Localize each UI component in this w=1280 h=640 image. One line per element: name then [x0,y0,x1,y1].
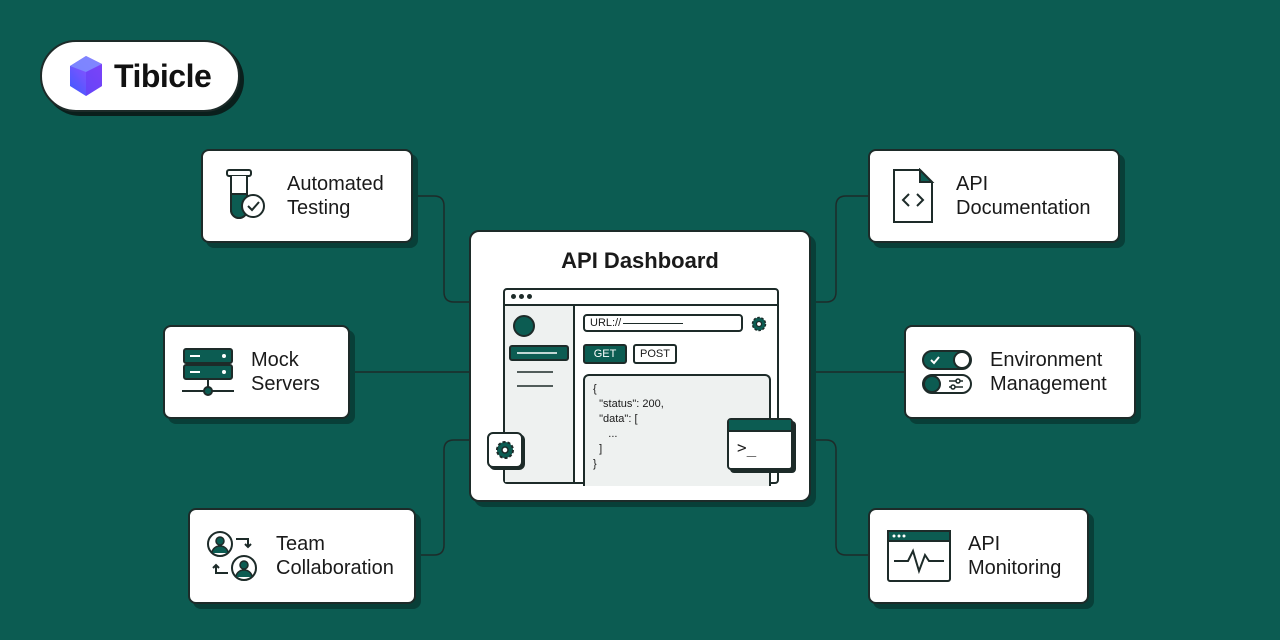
feature-card-api-documentation[interactable]: API Documentation [868,149,1120,243]
code-line: ... [593,428,618,440]
url-label: URL:// [590,317,622,329]
settings-gear-icon[interactable] [749,314,769,334]
window-dot [511,294,516,299]
post-method-button[interactable]: POST [633,344,677,364]
connector-team-collaboration [416,439,470,556]
gear-icon [496,441,514,459]
feature-label-line1: Team [276,533,325,555]
brand-name: Tibicle [114,57,212,94]
feature-label-line2: Testing [287,197,351,219]
feature-label-line2: Management [990,373,1107,395]
code-document-icon [893,168,935,223]
toggle-switches-icon [922,350,972,394]
window-title-bar [505,290,777,306]
connector-automated-testing [412,195,470,303]
server-icon [182,348,234,396]
dashboard-sidebar [505,306,575,482]
terminal-prompt: >_ [737,438,757,457]
api-dashboard-title: API Dashboard [561,248,719,273]
window-dot [527,294,532,299]
feature-label-line2: Collaboration [276,557,394,579]
tibicle-logo-icon [70,56,102,96]
feature-label-line1: Mock [251,349,299,371]
feature-card-environment-management[interactable]: Environment Management [904,325,1136,419]
sidebar-items [509,315,569,387]
code-line: ] [593,443,603,455]
feature-card-mock-servers[interactable]: Mock Servers [163,325,350,419]
pulse-window-icon [887,530,951,582]
test-tube-check-icon [226,169,265,219]
feature-label-line1: Environment [990,349,1103,371]
code-line: { [593,383,597,395]
code-line: "status": 200, [593,398,664,410]
feature-label-line2: Documentation [956,197,1091,219]
feature-card-api-monitoring[interactable]: API Monitoring [868,508,1089,604]
get-method-button[interactable]: GET [583,344,627,364]
feature-label-line1: API [968,533,1001,555]
connector-api-documentation [810,195,868,303]
feature-card-automated-testing[interactable]: Automated Testing [201,149,413,243]
brand-logo[interactable]: Tibicle [40,40,240,112]
feature-label-line1: Automated [287,173,384,195]
window-dot [519,294,524,299]
terminal-title-bar [729,420,791,432]
connector-api-monitoring [810,439,868,556]
code-line: "data": [ [593,413,638,425]
feature-label-line2: Servers [251,373,320,395]
api-dashboard-card[interactable]: API Dashboard URL:// GET POST { [469,230,811,502]
users-sync-icon [207,531,257,581]
terminal-window: >_ [727,418,793,470]
settings-button[interactable] [487,432,523,468]
url-input[interactable]: URL:// [583,314,743,332]
feature-card-team-collaboration[interactable]: Team Collaboration [188,508,416,604]
feature-label-line2: Monitoring [968,557,1062,579]
code-line: } [593,458,597,470]
feature-label-line1: API [956,173,989,195]
